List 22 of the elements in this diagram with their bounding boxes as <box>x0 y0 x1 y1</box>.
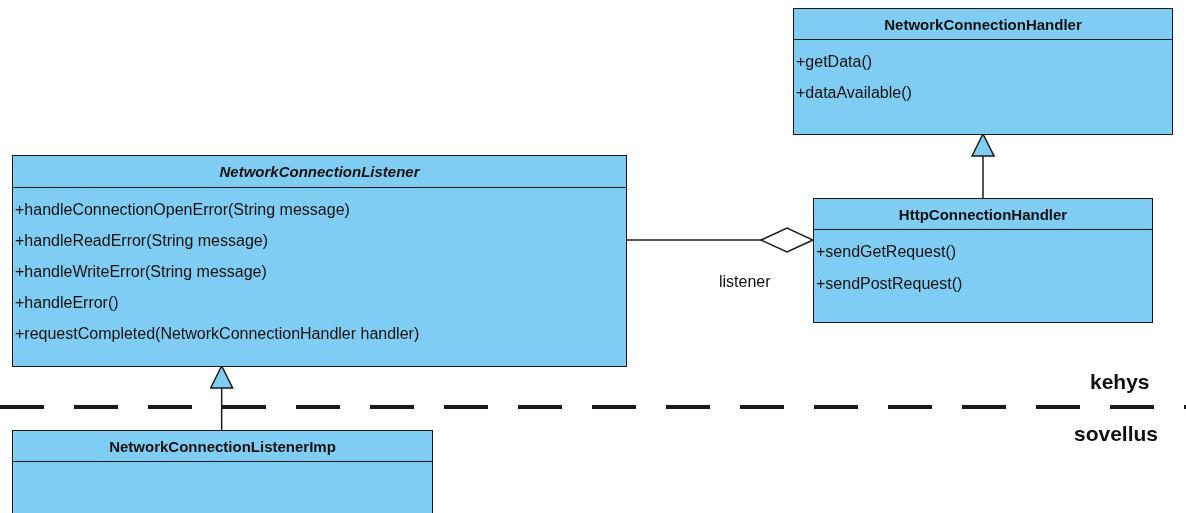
method-signature: +handleConnectionOpenError(String message) <box>15 200 350 220</box>
method-signature: +dataAvailable() <box>796 83 912 103</box>
method-signature: +handleReadError(String message) <box>15 231 268 251</box>
class-box <box>12 430 433 513</box>
class-box <box>793 8 1173 135</box>
package-name: kehys <box>1090 370 1150 394</box>
method-signature: +handleError() <box>15 293 119 313</box>
method-signature: +sendPostRequest() <box>816 274 963 294</box>
package-name: sovellus <box>1074 422 1159 446</box>
class-name: NetworkConnectionListener <box>219 163 420 180</box>
class-name: NetworkConnectionHandler <box>884 15 1082 33</box>
method-signature: +handleWriteError(String message) <box>15 262 267 282</box>
class-box <box>813 198 1153 323</box>
class-name: HttpConnectionHandler <box>898 205 1068 223</box>
method-signature: +requestCompleted(NetworkConnectionHandler handler) <box>15 324 420 344</box>
generalization-arrow <box>209 365 234 431</box>
method-signature: +getData() <box>796 52 873 72</box>
aggregation-line <box>626 227 814 253</box>
generalization-arrow <box>971 133 995 199</box>
class-box <box>12 155 627 367</box>
method-signature: +sendGetRequest() <box>816 242 957 262</box>
class-name: NetworkConnectionListenerImp <box>109 437 336 455</box>
